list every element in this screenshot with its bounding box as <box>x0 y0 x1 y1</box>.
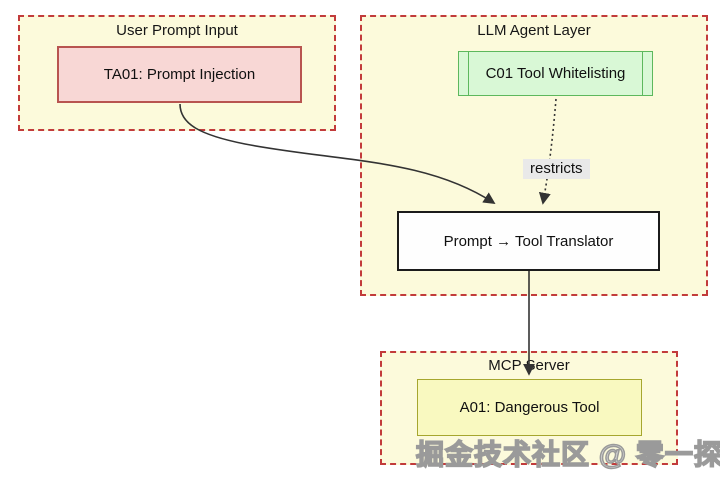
watermark-text: 掘金技术社区 @ 零一探秘 <box>415 438 720 471</box>
node-c01-label: C01 Tool Whitelisting <box>485 65 626 82</box>
node-ta01-prompt-injection: TA01: Prompt Injection <box>57 46 302 103</box>
node-c01-tool-whitelisting: C01 Tool Whitelisting <box>458 51 653 96</box>
group-title-user-prompt-input: User Prompt Input <box>116 22 238 39</box>
group-title-mcp-server: MCP Server <box>488 357 570 374</box>
subroutine-left-bar <box>468 52 469 95</box>
node-prompt-tool-translator: Prompt → Tool Translator <box>397 211 660 271</box>
node-a01-label: A01: Dangerous Tool <box>459 399 600 416</box>
edge-label-restricts: restricts <box>523 159 590 179</box>
node-a01-dangerous-tool: A01: Dangerous Tool <box>417 379 642 436</box>
node-translator-label: Prompt → Tool Translator <box>443 232 614 250</box>
node-ta01-label: TA01: Prompt Injection <box>103 66 256 83</box>
subroutine-right-bar <box>642 52 643 95</box>
group-title-llm-agent-layer: LLM Agent Layer <box>477 22 591 39</box>
